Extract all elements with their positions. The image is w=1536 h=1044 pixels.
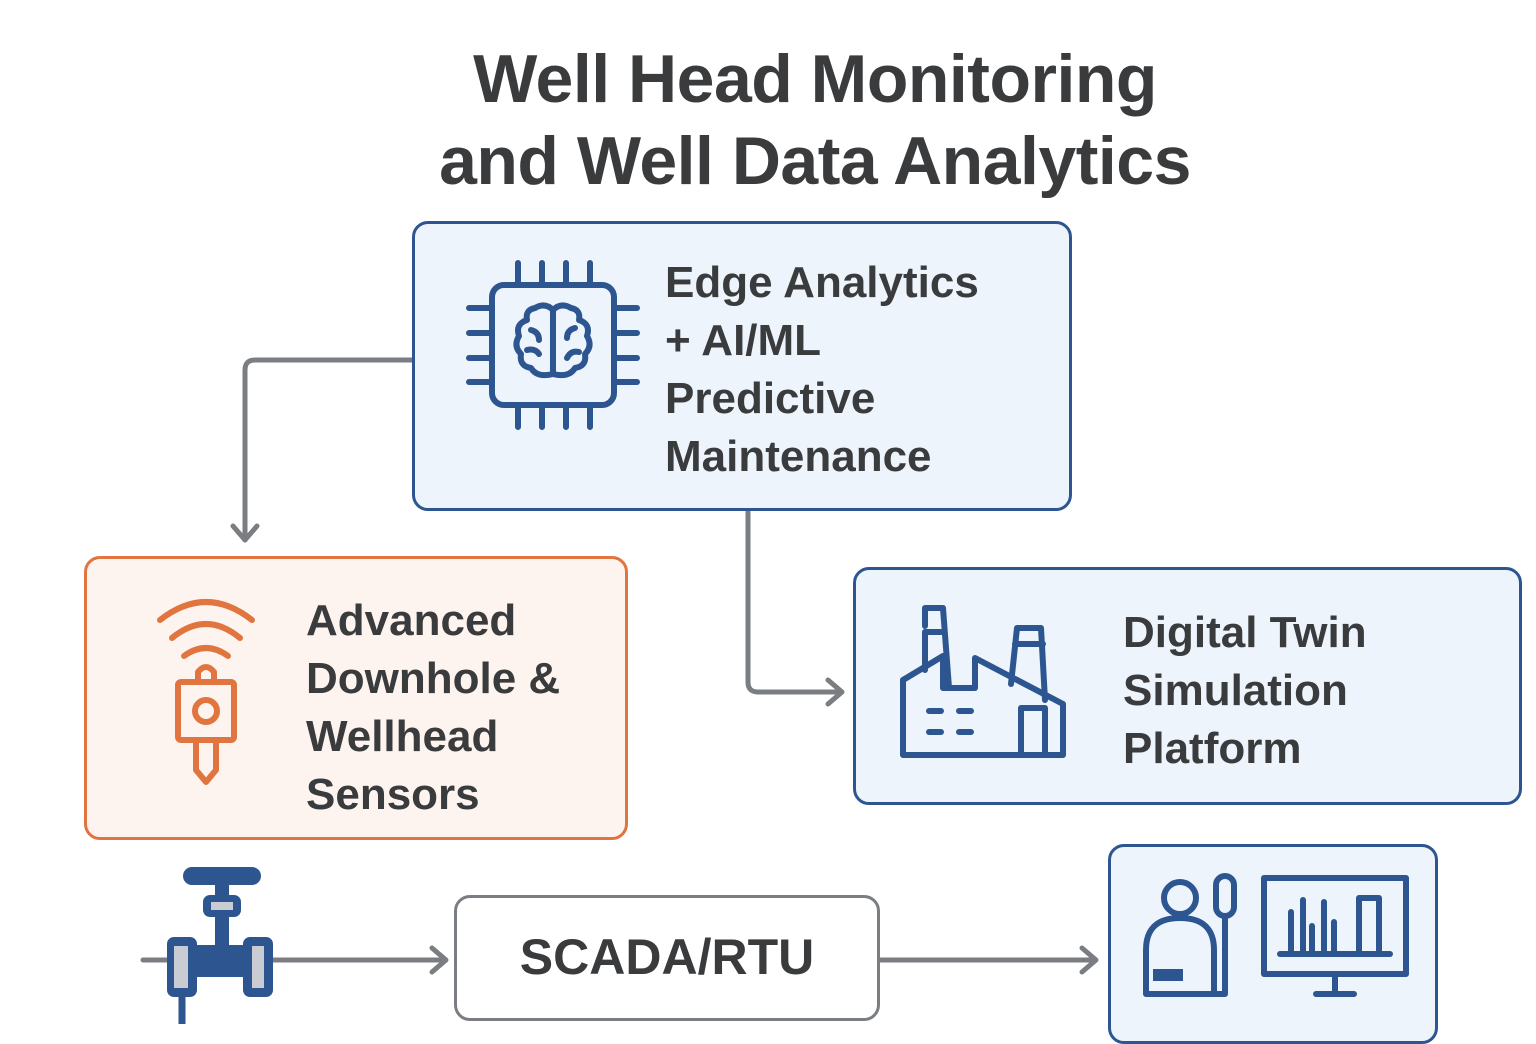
connector-edge-to-sensors — [242, 357, 415, 543]
sensors-label: Advanced Downhole & Wellhead Sensors — [306, 592, 560, 824]
arrowhead-edge-to-sensors — [230, 523, 260, 543]
edge-analytics-label: Edge Analytics + AI/ML Predictive Mainte… — [665, 254, 979, 486]
factory-icon — [900, 605, 1066, 758]
diagram-title: Well Head Monitoring and Well Data Analy… — [0, 38, 1536, 202]
title-line-2: and Well Data Analytics — [439, 123, 1191, 199]
edge-analytics-line-4: Maintenance — [665, 432, 932, 481]
digital-twin-line-3: Platform — [1123, 724, 1302, 773]
arrowhead-edge-to-digital-twin — [825, 677, 845, 707]
operator-dashboard-icon — [1143, 873, 1409, 997]
valve-icon — [167, 867, 273, 1024]
sensors-line-3: Wellhead — [306, 712, 499, 761]
title-line-1: Well Head Monitoring — [473, 41, 1157, 117]
arrowhead-scada-to-dashboard — [1079, 945, 1099, 975]
sensors-node[interactable] — [84, 556, 628, 840]
person-head — [1161, 879, 1199, 917]
wireless-sensor-icon — [157, 599, 255, 785]
digital-twin-label: Digital Twin Simulation Platform — [1123, 604, 1367, 778]
edge-analytics-line-2: + AI/ML — [665, 316, 822, 365]
digital-twin-line-2: Simulation — [1123, 666, 1348, 715]
edge-analytics-line-3: Predictive — [665, 374, 876, 423]
arrowhead-valve-to-scada — [429, 945, 449, 975]
edge-analytics-line-1: Edge Analytics — [665, 258, 979, 307]
sensors-line-4: Sensors — [306, 770, 480, 819]
chip-brain-icon — [466, 260, 640, 430]
connector-edge-to-digital-twin — [745, 509, 843, 695]
scada-rtu-node[interactable] — [454, 895, 880, 1021]
scada-rtu-label: SCADA/RTU — [519, 929, 815, 985]
sensors-line-2: Downhole & — [306, 654, 561, 703]
digital-twin-line-1: Digital Twin — [1123, 608, 1367, 657]
sensors-line-1: Advanced — [306, 596, 517, 645]
